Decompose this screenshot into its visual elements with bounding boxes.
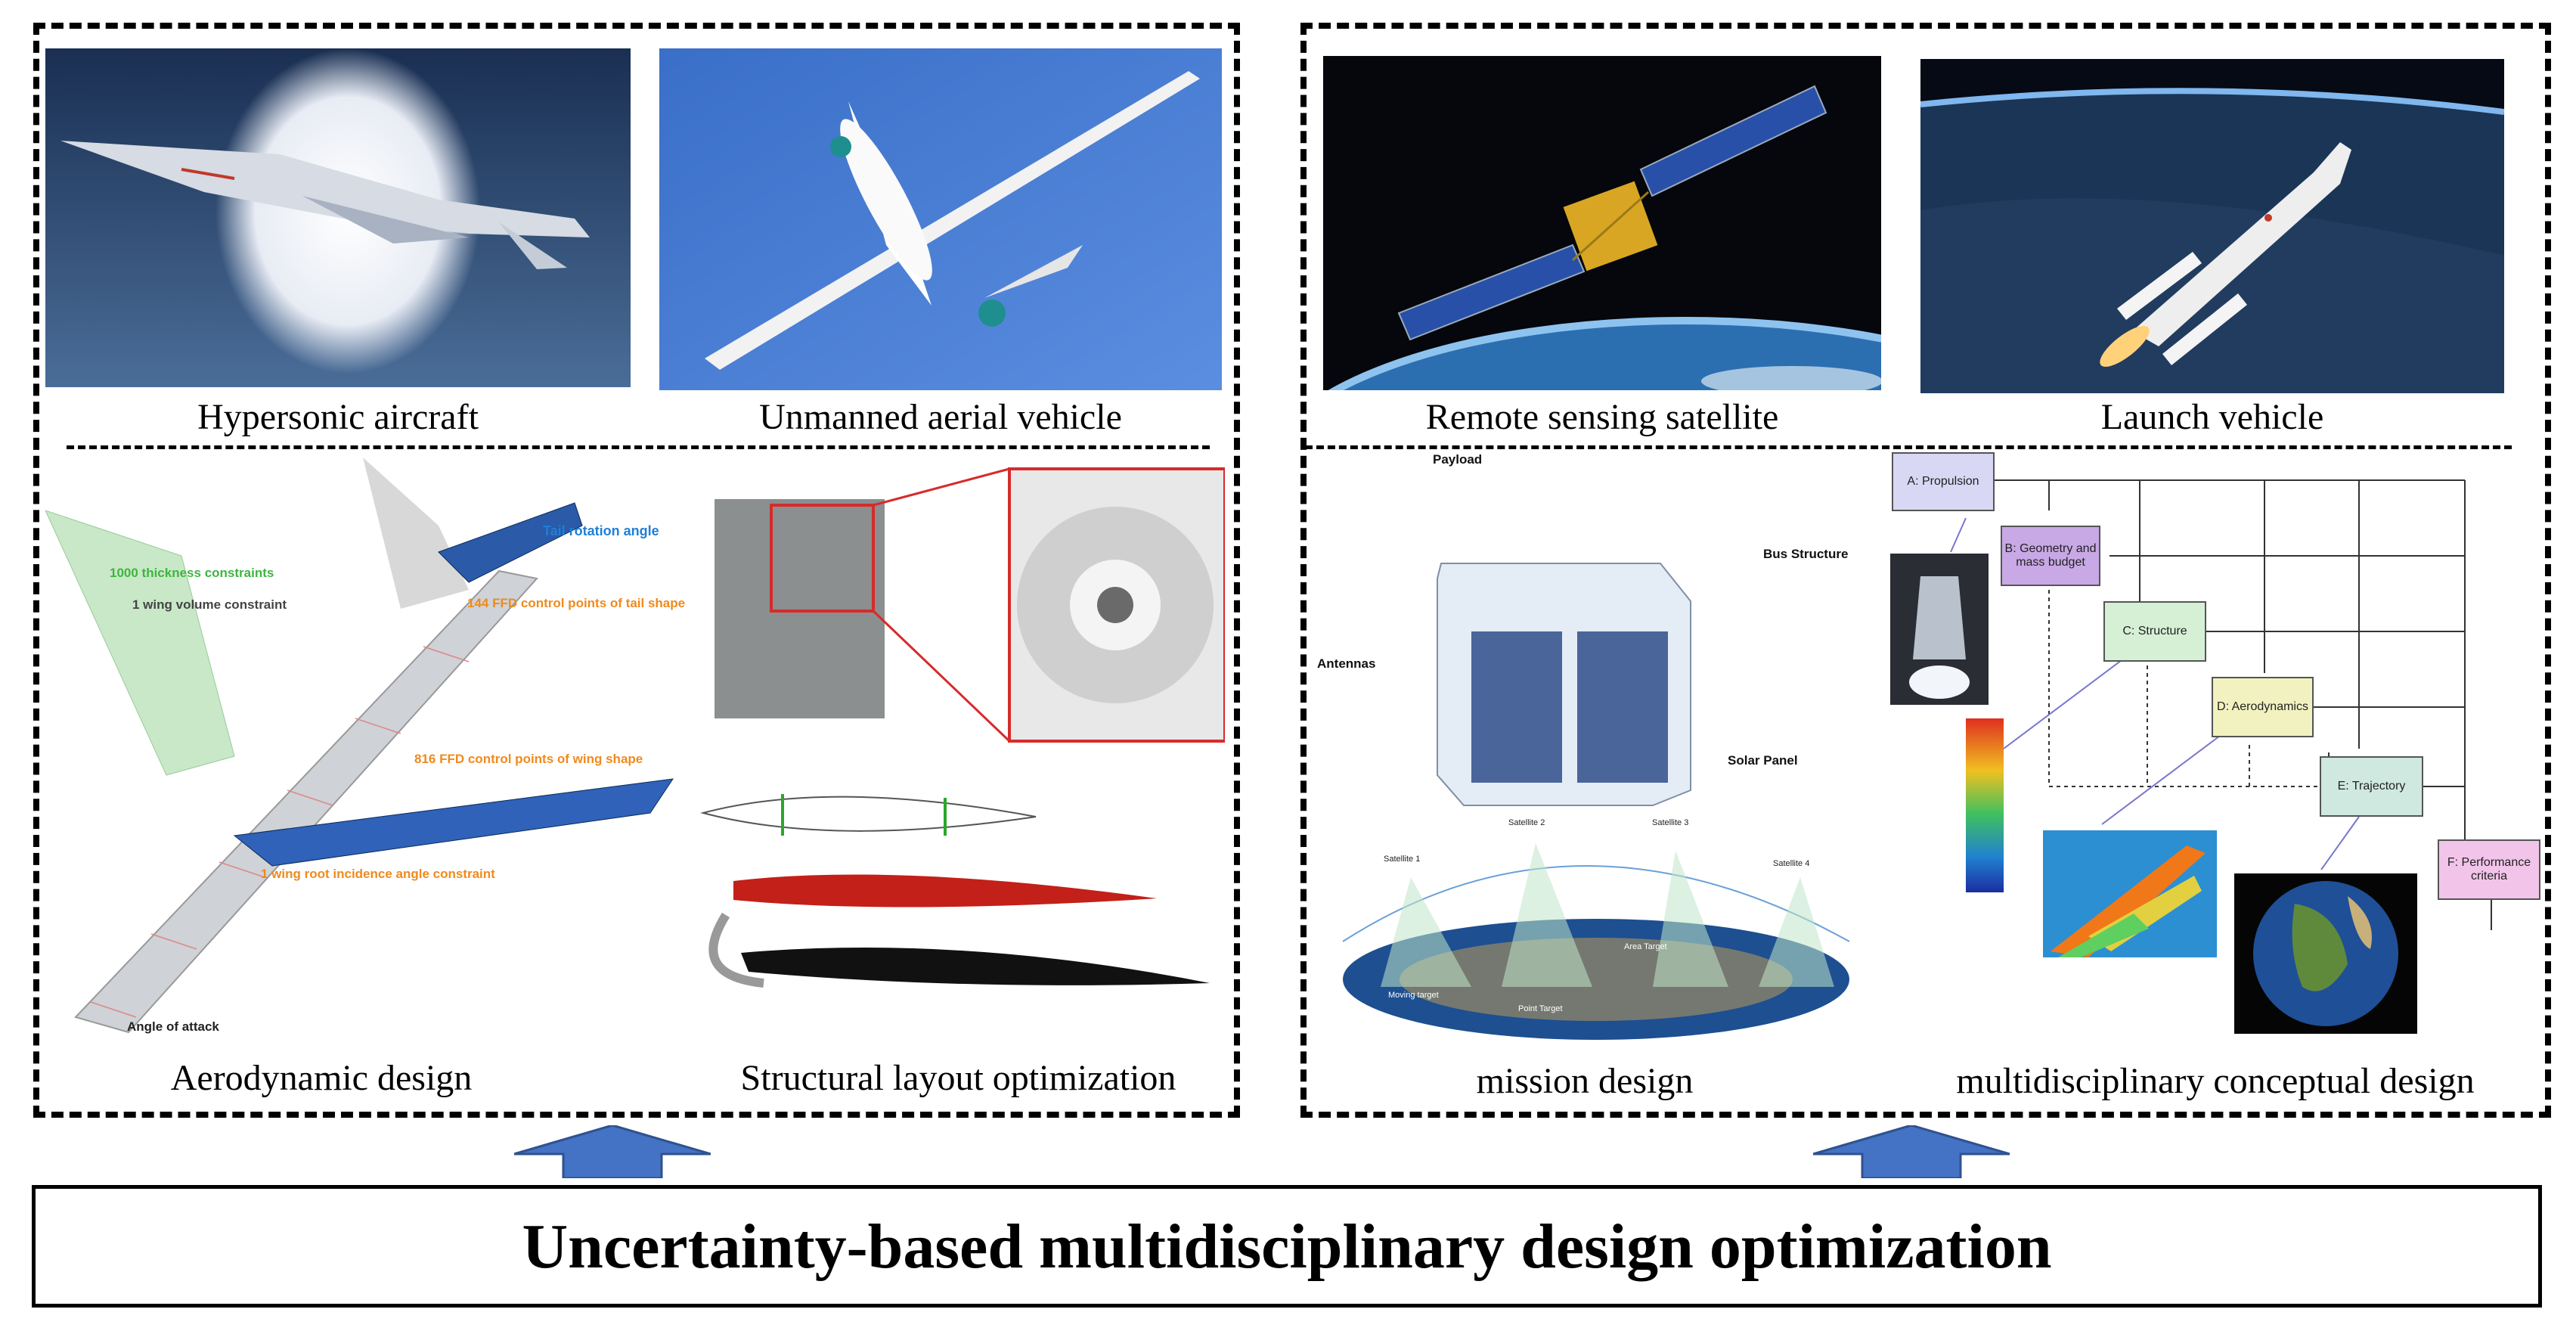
up-arrow-right <box>1813 1125 2010 1178</box>
label-solar: Solar Panel <box>1728 753 1798 768</box>
label-tail-ffd: 144 FFD control points of tail shape <box>467 596 686 610</box>
satellite-mission-illustration <box>1305 458 1880 1051</box>
label-thickness: 1000 thickness constraints <box>110 566 274 580</box>
label-payload: Payload <box>1433 452 1483 467</box>
caption-mdo: multidisciplinary conceptual design <box>1956 1061 2475 1101</box>
left-panel <box>33 23 1240 1118</box>
hypersonic-aircraft-image <box>45 48 631 387</box>
right-panel <box>1300 23 2551 1118</box>
left-divider <box>67 445 1210 449</box>
caption-uav: Unmanned aerial vehicle <box>759 397 1122 437</box>
mdo-box-propulsion: A: Propulsion <box>1892 452 1995 511</box>
aircraft-ffd-illustration <box>45 458 696 1044</box>
caption-mission: mission design <box>1476 1061 1694 1101</box>
caption-aero: Aerodynamic design <box>170 1058 473 1098</box>
title-box: Uncertainty-based multidisciplinary desi… <box>32 1185 2542 1308</box>
caption-structural: Structural layout optimization <box>740 1058 1176 1098</box>
engine-test-image <box>1890 554 1989 705</box>
mdo-box-structure: C: Structure <box>2103 601 2206 662</box>
structural-layout-illustration <box>696 461 1225 1044</box>
mdo-connector-lines <box>1936 479 2492 930</box>
mdo-box-trajectory: E: Trajectory <box>2320 756 2423 817</box>
aerodynamics-cfd-image <box>2043 830 2217 957</box>
label-bus: Bus Structure <box>1763 547 1849 561</box>
structure-contour-image <box>1962 718 2007 900</box>
label-sat1: Satellite 1 <box>1384 855 1421 864</box>
mdo-box-aerodynamics: D: Aerodynamics <box>2212 677 2314 737</box>
label-sat4: Satellite 4 <box>1773 859 1810 868</box>
label-wing-ffd: 816 FFD control points of wing shape <box>414 752 643 766</box>
caption-launch: Launch vehicle <box>2100 397 2324 437</box>
launch-vehicle-image <box>1920 59 2504 393</box>
label-root-incidence: 1 wing root incidence angle constraint <box>261 867 495 881</box>
earth-trajectory-image <box>2234 873 2417 1034</box>
label-volume: 1 wing volume constraint <box>132 597 287 612</box>
up-arrow-left <box>514 1125 711 1178</box>
main-title: Uncertainty-based multidisciplinary desi… <box>522 1211 2052 1282</box>
label-sat2: Satellite 2 <box>1508 818 1545 827</box>
mdo-box-geometry: B: Geometry and mass budget <box>2001 526 2100 586</box>
satellite-image <box>1323 56 1881 390</box>
caption-satellite: Remote sensing satellite <box>1425 397 1779 437</box>
uav-image <box>659 48 1222 390</box>
label-aoa: Angle of attack <box>127 1019 219 1034</box>
label-point-target: Point Target <box>1518 1004 1563 1013</box>
caption-hypersonic: Hypersonic aircraft <box>197 397 479 437</box>
label-sat3: Satellite 3 <box>1652 818 1689 827</box>
label-antennas: Antennas <box>1317 656 1376 671</box>
right-divider <box>1305 445 2512 449</box>
mdo-box-performance: F: Performance criteria <box>2438 839 2540 900</box>
label-tail-rotation: Tail rotation angle <box>543 523 659 538</box>
label-area-target: Area Target <box>1624 942 1667 951</box>
label-moving-target: Moving target <box>1388 991 1439 1000</box>
